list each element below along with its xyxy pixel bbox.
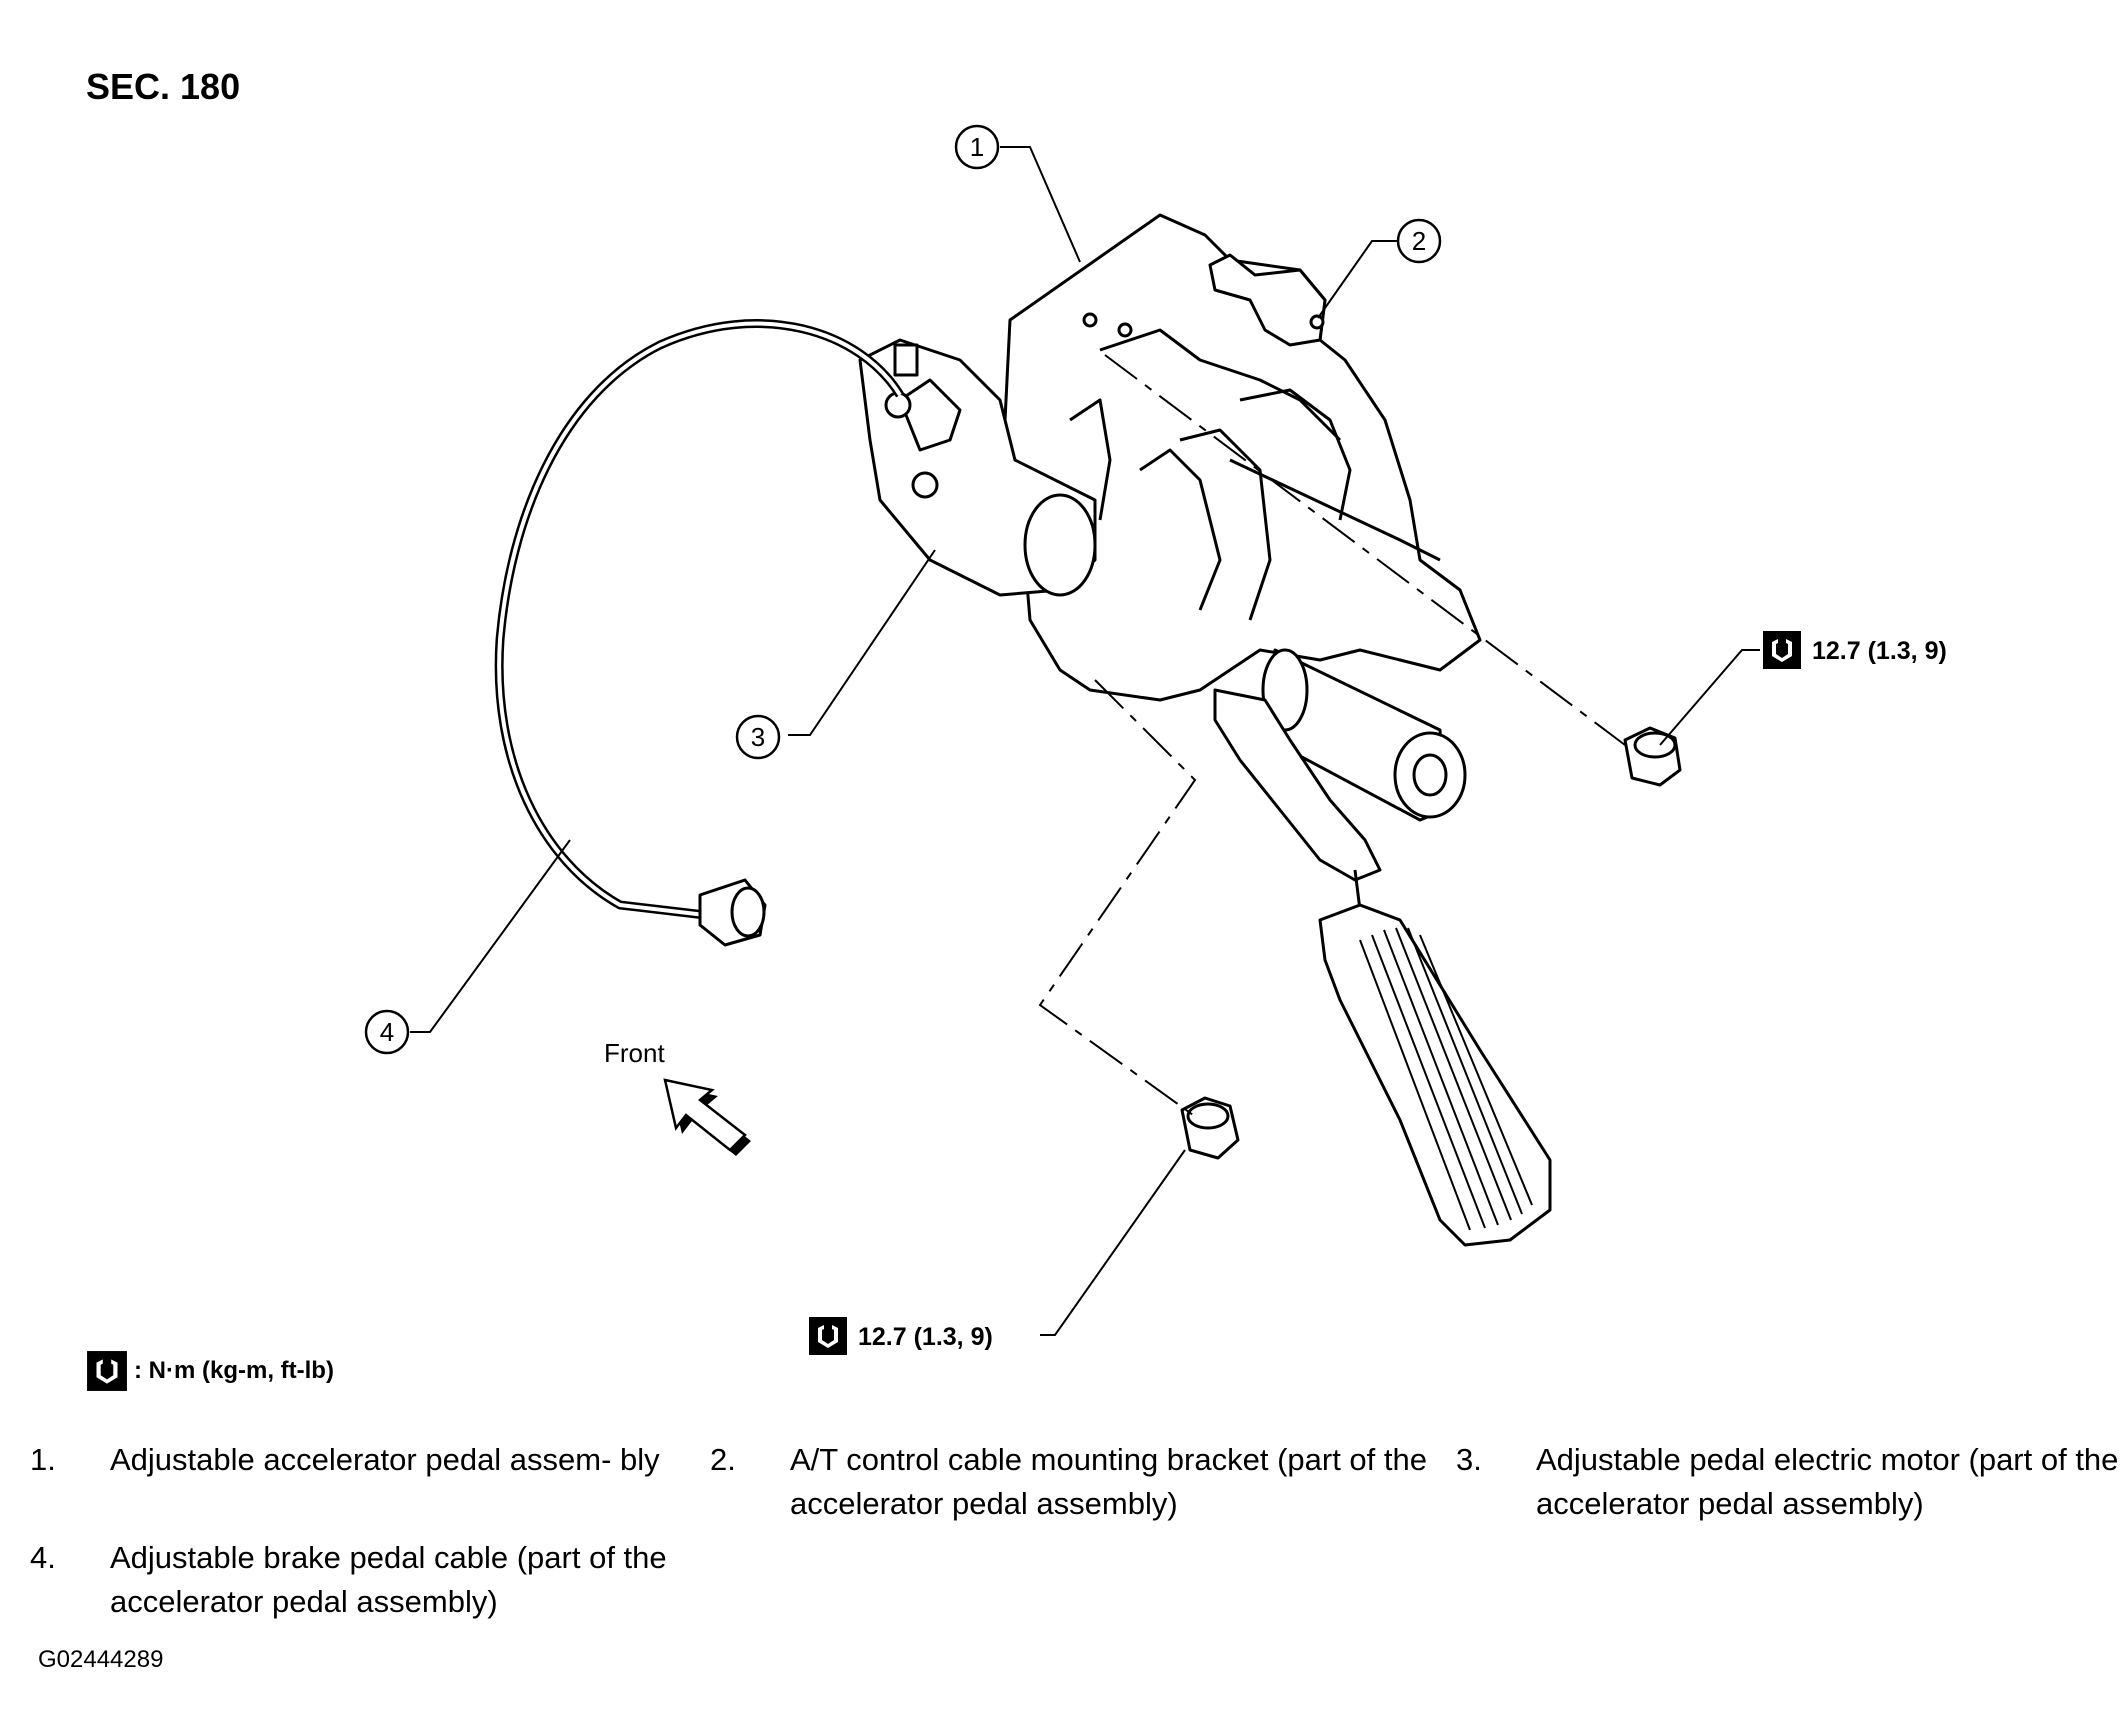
torque-legend: : N·m (kg-m, ft-lb) xyxy=(86,1350,334,1392)
svg-text:12.7 (1.3, 9): 12.7 (1.3, 9) xyxy=(858,1323,993,1351)
torque-label-bottom: 12.7 (1.3, 9) xyxy=(809,1317,993,1355)
list-item: 3. Adjustable pedal electric motor (part… xyxy=(1456,1442,2119,1521)
callout-4: 4 xyxy=(364,1009,410,1055)
callouts: 1 2 3 4 xyxy=(364,124,1442,1055)
torque-icon xyxy=(87,1351,127,1391)
torque-label-right: 12.7 (1.3, 9) xyxy=(1763,631,1947,669)
list-item: 2. A/T control cable mounting bracket (p… xyxy=(710,1442,1427,1521)
nut-bottom xyxy=(1180,1096,1240,1160)
torque-icon xyxy=(809,1317,847,1355)
mounting-bracket xyxy=(1208,253,1327,347)
callout-3: 3 xyxy=(735,714,781,760)
brake-cable xyxy=(494,319,904,920)
svg-text:12.7 (1.3, 9): 12.7 (1.3, 9) xyxy=(1812,637,1947,665)
svg-text:3: 3 xyxy=(751,722,765,752)
callout-2: 2 xyxy=(1396,218,1442,264)
leader-lines xyxy=(410,146,1760,1336)
callout-1: 1 xyxy=(954,124,1000,170)
list-item: 4. Adjustable brake pedal cable (part of… xyxy=(30,1540,667,1619)
svg-text:1: 1 xyxy=(970,132,984,162)
svg-text:4: 4 xyxy=(380,1017,394,1047)
svg-text:Front: Front xyxy=(604,1038,665,1068)
figure-id: G02444289 xyxy=(38,1646,164,1673)
front-arrow-icon xyxy=(663,1078,751,1156)
pedal-arm xyxy=(1213,688,1382,882)
torque-icon xyxy=(1763,631,1801,669)
pedal-pad xyxy=(1318,903,1552,1247)
torque-unit-label: : N·m (kg-m, ft-lb) xyxy=(134,1357,334,1384)
list-item: 1. Adjustable accelerator pedal assem- b… xyxy=(30,1442,660,1477)
svg-text:2: 2 xyxy=(1412,226,1426,256)
nut-right xyxy=(1623,726,1682,787)
section-title: SEC. 180 xyxy=(86,66,241,107)
front-indicator: Front xyxy=(604,1038,751,1156)
